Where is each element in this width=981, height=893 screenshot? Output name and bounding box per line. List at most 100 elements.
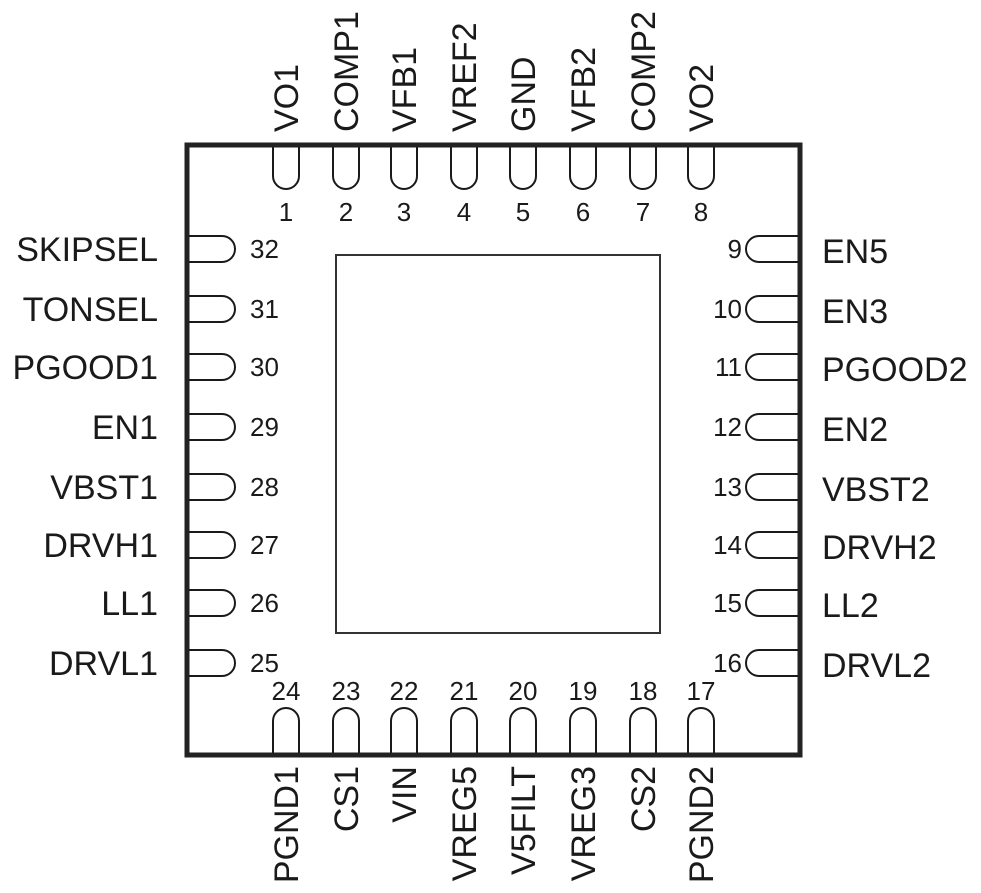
package-outline <box>184 142 803 758</box>
pin-label-drvl1: DRVL1 <box>49 645 158 683</box>
pin-pad-20 <box>509 707 537 753</box>
pin-pad-7 <box>629 147 657 190</box>
pin-label-ll2: LL2 <box>822 587 879 625</box>
pin-number-11: 11 <box>715 352 742 382</box>
pin-label-pgnd1: PGND1 <box>268 766 306 883</box>
pin-number-32: 32 <box>250 234 279 264</box>
pin-number-8: 8 <box>694 197 708 227</box>
thermal-pad <box>335 254 661 634</box>
pin-pad-6 <box>569 147 597 190</box>
pin-number-12: 12 <box>713 412 742 442</box>
pin-label-v5filt: V5FILT <box>505 766 543 875</box>
pin-pad-9 <box>745 235 798 263</box>
pin-label-en2: EN2 <box>822 411 888 449</box>
pin-label-tonsel: TONSEL <box>23 291 158 329</box>
pin-number-21: 21 <box>450 676 479 706</box>
pin-pad-23 <box>332 707 360 753</box>
pin-pad-25 <box>189 649 236 677</box>
pin-pad-10 <box>745 295 798 323</box>
pin-label-vo1: VO1 <box>268 64 306 132</box>
pin-label-en5: EN5 <box>822 233 888 271</box>
pin-pad-13 <box>745 473 798 501</box>
pin-number-14: 14 <box>713 530 742 560</box>
pin-label-vfb1: VFB1 <box>386 47 424 132</box>
pin-pad-8 <box>687 147 715 190</box>
pin-label-cs2: CS2 <box>625 766 663 832</box>
pin-number-30: 30 <box>250 352 279 382</box>
pin-label-skipsel: SKIPSEL <box>16 231 158 269</box>
pin-label-vfb2: VFB2 <box>565 47 603 132</box>
pin-number-26: 26 <box>250 588 279 618</box>
pin-pad-2 <box>332 147 360 190</box>
pin-label-pgood2: PGOOD2 <box>822 351 967 389</box>
pin-label-drvh2: DRVH2 <box>822 529 937 567</box>
pin-pad-27 <box>189 531 236 559</box>
pin-number-24: 24 <box>272 676 301 706</box>
pin-number-27: 27 <box>250 530 279 560</box>
pin-number-13: 13 <box>713 472 742 502</box>
pin-label-ll1: LL1 <box>101 585 158 623</box>
pin-number-4: 4 <box>457 197 471 227</box>
pin-pad-29 <box>189 413 236 441</box>
pin-pad-30 <box>189 353 236 381</box>
pin-label-drvl2: DRVL2 <box>822 647 931 685</box>
pin-number-16: 16 <box>713 648 742 678</box>
pin-label-en1: EN1 <box>92 409 158 447</box>
pin-label-vo2: VO2 <box>683 64 721 132</box>
pin-pad-17 <box>687 707 715 753</box>
pin-number-6: 6 <box>576 197 590 227</box>
pin-number-20: 20 <box>509 676 538 706</box>
pin-pad-19 <box>569 707 597 753</box>
pin-number-3: 3 <box>397 197 411 227</box>
pin-label-en3: EN3 <box>822 293 888 331</box>
pin-label-cs1: CS1 <box>328 766 366 832</box>
pin-pad-32 <box>189 235 236 263</box>
pin-label-vreg5: VREG5 <box>446 766 484 881</box>
pin-pad-1 <box>272 147 300 190</box>
pin-label-vreg3: VREG3 <box>565 766 603 881</box>
pin-number-15: 15 <box>713 588 742 618</box>
pin-number-5: 5 <box>516 197 530 227</box>
pin-pad-28 <box>189 473 236 501</box>
pin-number-9: 9 <box>728 234 742 264</box>
pin-pad-31 <box>189 295 236 323</box>
pin-pad-3 <box>390 147 418 190</box>
pin-number-17: 17 <box>687 676 716 706</box>
pin-label-drvh1: DRVH1 <box>43 527 158 565</box>
pin-label-pgood1: PGOOD1 <box>13 349 158 387</box>
pin-pad-11 <box>745 353 798 381</box>
pin-label-comp2: COMP2 <box>625 11 663 132</box>
pin-pad-26 <box>189 589 236 617</box>
pin-number-10: 10 <box>713 294 742 324</box>
pin-pad-16 <box>745 649 798 677</box>
pin-pad-15 <box>745 589 798 617</box>
pin-pad-24 <box>272 707 300 753</box>
pin-number-19: 19 <box>569 676 598 706</box>
pin-number-1: 1 <box>279 197 293 227</box>
pin-pad-22 <box>390 707 418 753</box>
pin-number-25: 25 <box>250 648 279 678</box>
pin-pad-12 <box>745 413 798 441</box>
pin-number-31: 31 <box>250 294 279 324</box>
pin-group: 1 VO1 2 COMP1 3 VFB1 4 VREF2 5 GND 6 VFB2 7 COMP2 8 VO2… <box>13 11 968 883</box>
pin-number-29: 29 <box>250 412 279 442</box>
pin-number-7: 7 <box>636 197 650 227</box>
pin-number-2: 2 <box>339 197 353 227</box>
pin-label-vbst1: VBST1 <box>50 469 158 507</box>
pin-label-vref2: VREF2 <box>446 22 484 132</box>
pin-label-vbst2: VBST2 <box>822 471 930 509</box>
pin-number-18: 18 <box>629 676 658 706</box>
pin-pad-18 <box>629 707 657 753</box>
pin-pad-5 <box>509 147 537 190</box>
pin-label-vin: VIN <box>386 766 424 823</box>
pin-pad-14 <box>745 531 798 559</box>
pin-pad-4 <box>450 147 478 190</box>
pin-label-comp1: COMP1 <box>328 11 366 132</box>
pin-label-gnd: GND <box>505 56 543 132</box>
pin-number-23: 23 <box>332 676 361 706</box>
pin-number-28: 28 <box>250 472 279 502</box>
pin-label-pgnd2: PGND2 <box>683 766 721 883</box>
pin-pad-21 <box>450 707 478 753</box>
pin-number-22: 22 <box>390 676 419 706</box>
